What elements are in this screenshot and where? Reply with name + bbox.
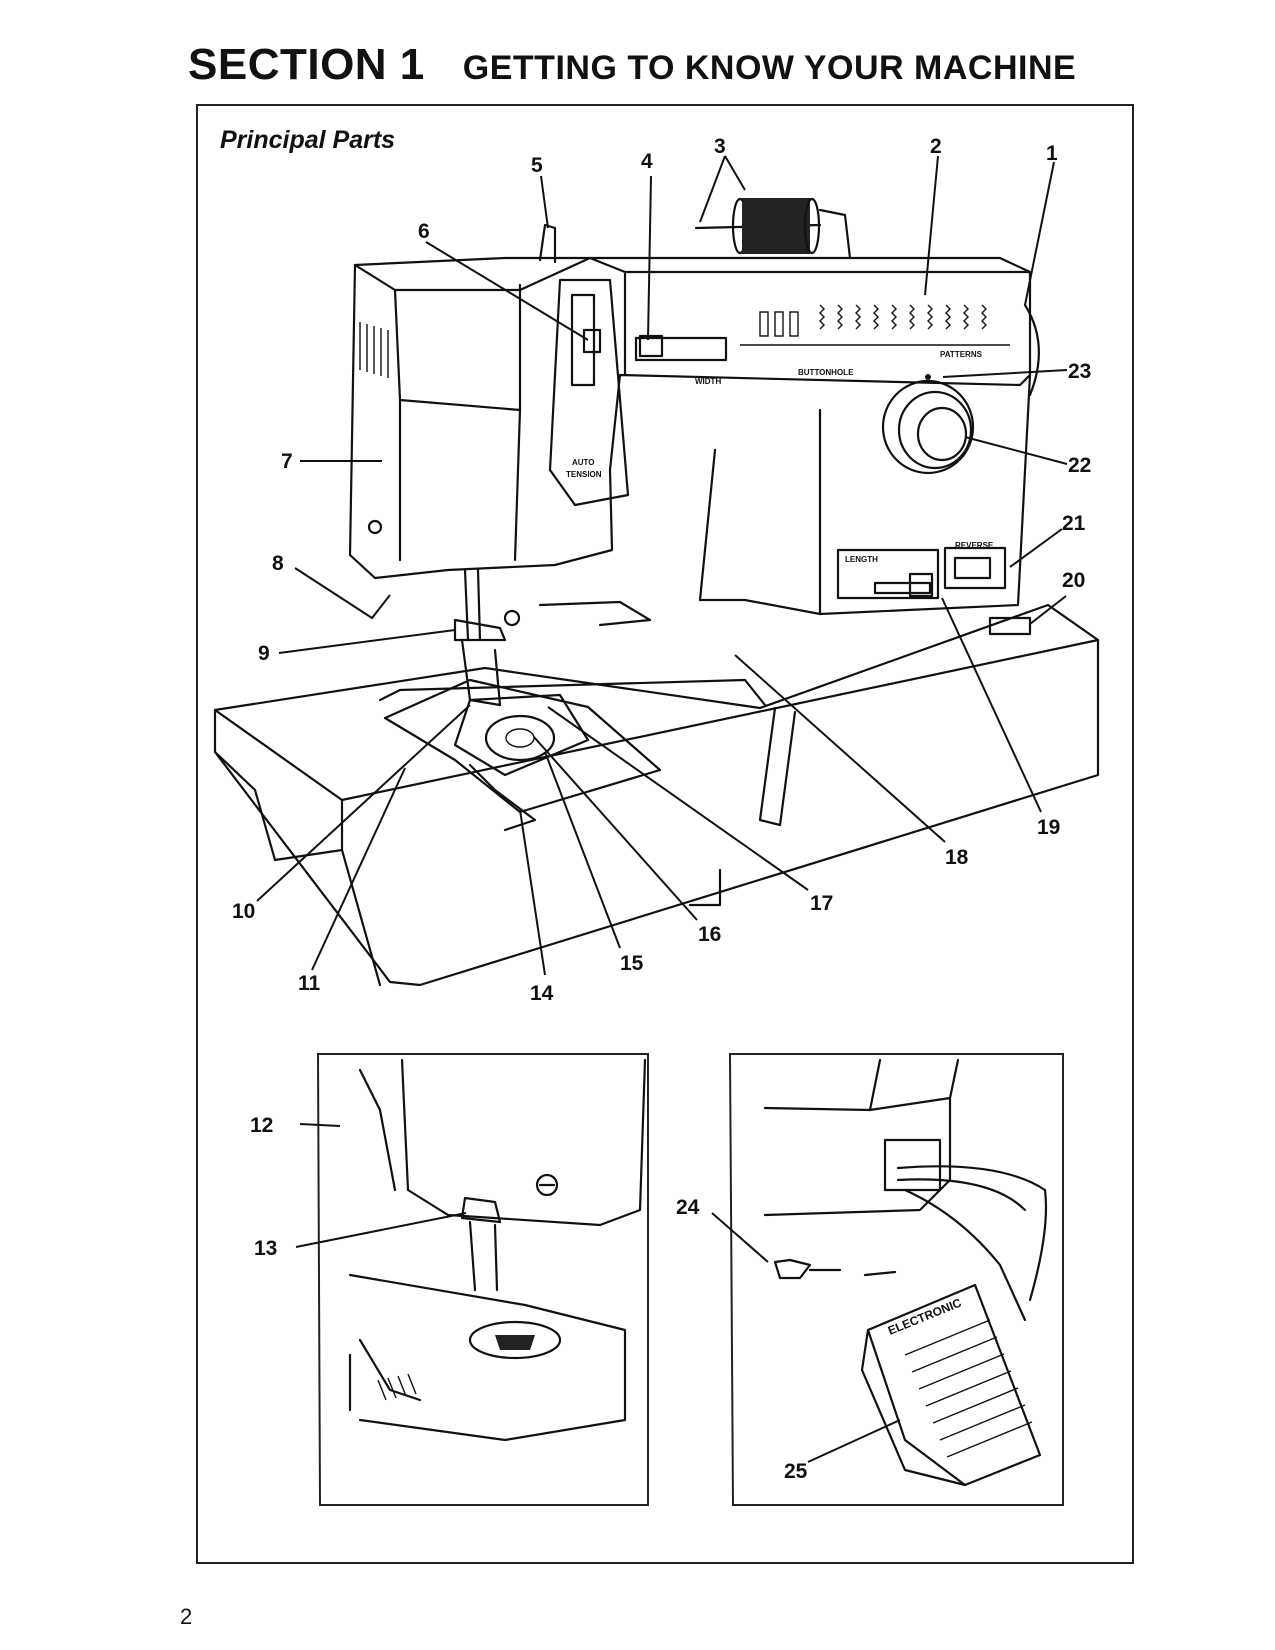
figure-frame xyxy=(196,104,1134,1564)
reverse-panel xyxy=(943,546,1007,590)
callout-21: 21 xyxy=(1062,512,1086,535)
callout-9: 9 xyxy=(258,642,270,665)
page-number: 2 xyxy=(180,1604,193,1629)
inset-needle-area xyxy=(316,1053,649,1506)
face-plate-sides xyxy=(398,398,522,562)
tray-foot xyxy=(688,868,722,907)
arm-front-panel-edge xyxy=(588,256,627,377)
leader-24 xyxy=(711,1212,769,1263)
inset-foot-controller: ELECTRONIC xyxy=(728,1053,1064,1506)
callout-5: 5 xyxy=(531,154,543,177)
callout-23: 23 xyxy=(1068,360,1091,383)
patterns-label: PATTERNS xyxy=(940,350,983,359)
width-slider-knob xyxy=(638,334,664,358)
face-screw xyxy=(367,519,383,535)
callout-6: 6 xyxy=(418,220,430,243)
callout-16: 16 xyxy=(698,923,721,946)
width-label: WIDTH xyxy=(695,377,721,386)
leader-25 xyxy=(807,1419,901,1463)
bobbin-cover xyxy=(484,714,556,762)
presser-screw xyxy=(503,609,521,627)
section-heading: GETTING TO KNOW YOUR MACHINE xyxy=(462,49,1077,87)
needle-plate-outline xyxy=(383,678,662,814)
arm-top-edge xyxy=(353,256,592,292)
callout-12: 12 xyxy=(250,1114,273,1137)
bed-front-edge xyxy=(213,638,1100,802)
spool xyxy=(694,197,852,260)
callout-24: 24 xyxy=(676,1196,700,1219)
pattern-dial xyxy=(881,374,975,475)
thread-guide xyxy=(538,223,557,264)
callout-17: 17 xyxy=(810,892,833,915)
leader-13 xyxy=(295,1212,467,1248)
hand-wheel xyxy=(1023,303,1040,397)
callout-3: 3 xyxy=(714,135,726,158)
callout-19: 19 xyxy=(1037,816,1060,839)
figure-subtitle: Principal Parts xyxy=(220,126,396,154)
bed-left-side xyxy=(213,750,344,862)
callout-18: 18 xyxy=(945,846,969,869)
tension-housing xyxy=(548,278,630,507)
width-slider-track xyxy=(634,336,728,362)
machine-arm xyxy=(348,256,1032,580)
length-label: LENGTH xyxy=(845,555,878,564)
reverse-label: REVERSE xyxy=(955,541,994,550)
callout-10: 10 xyxy=(232,900,255,923)
callout-15: 15 xyxy=(620,952,644,975)
callout-11: 11 xyxy=(298,972,321,995)
machine-base xyxy=(213,603,1100,987)
leader-12 xyxy=(299,1123,341,1127)
callout-25: 25 xyxy=(784,1460,808,1483)
callout-numbers: 1 2 3 4 5 6 7 8 9 10 11 14 15 16 17 18 1… xyxy=(232,135,1091,1005)
needle-bar xyxy=(463,568,482,642)
vent-grille xyxy=(359,322,389,378)
machine-drawing: AUTO TENSION WIDTH BUTTONHOLE PATTERNS xyxy=(213,197,1100,987)
length-panel xyxy=(836,548,940,600)
callout-2: 2 xyxy=(930,135,942,158)
length-slider-knob xyxy=(908,572,934,598)
slide-plate xyxy=(468,763,537,832)
callout-20: 20 xyxy=(1062,569,1085,592)
reverse-button xyxy=(953,556,992,580)
tension-knob xyxy=(582,328,602,354)
callout-8: 8 xyxy=(272,552,284,575)
callout-13: 13 xyxy=(254,1237,277,1260)
callout-14: 14 xyxy=(530,982,554,1005)
tray-leg xyxy=(758,706,797,827)
tension-label: TENSION xyxy=(566,470,602,479)
section-title: SECTION 1 GETTING TO KNOW YOUR MACHINE xyxy=(188,40,1076,90)
needle-clamp xyxy=(453,618,507,642)
bobbin-center xyxy=(505,728,535,748)
callout-22: 22 xyxy=(1068,454,1091,477)
power-switch xyxy=(988,616,1032,636)
tension-slot xyxy=(570,293,596,387)
pattern-symbols xyxy=(759,304,987,337)
face-plate-upper xyxy=(393,283,522,412)
length-slider-track xyxy=(873,581,932,595)
auto-label: AUTO xyxy=(572,458,595,467)
buttonhole-label: BUTTONHOLE xyxy=(798,368,854,377)
leader-lines xyxy=(256,155,1068,976)
callout-7: 7 xyxy=(281,450,293,473)
machine-pillar xyxy=(698,373,1032,616)
presser-shank xyxy=(460,638,502,707)
section-number: SECTION 1 xyxy=(188,40,425,89)
callout-1: 1 xyxy=(1046,142,1058,165)
extension-table xyxy=(378,678,767,707)
bed-slot xyxy=(538,600,652,627)
pedal-ribs xyxy=(904,1319,1033,1458)
callout-4: 4 xyxy=(641,150,653,173)
